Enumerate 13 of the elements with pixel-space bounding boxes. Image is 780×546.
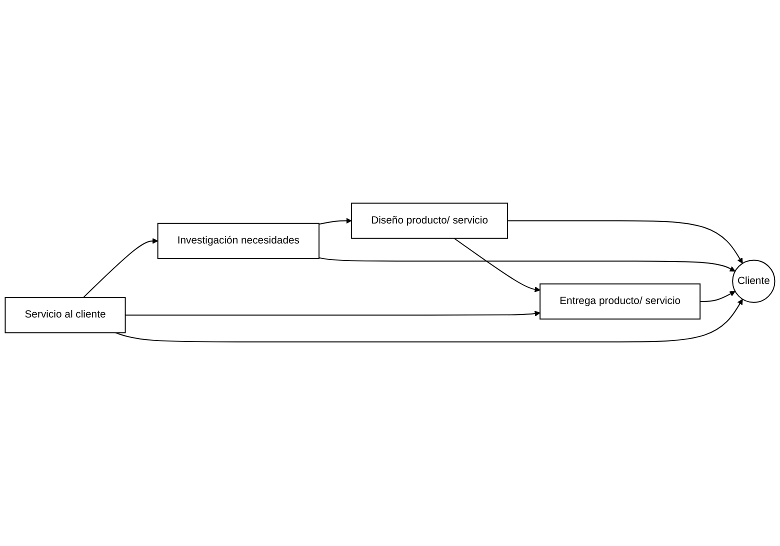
node-box: Entrega producto/ servicio bbox=[540, 284, 701, 320]
arrow bbox=[700, 292, 736, 302]
node-box: Diseño producto/ servicio bbox=[351, 203, 508, 240]
node-box: Investigación necesidades bbox=[157, 223, 320, 260]
arrow bbox=[115, 299, 743, 343]
node-box: Servicio al cliente bbox=[4, 298, 126, 334]
arrow bbox=[124, 311, 540, 317]
arrow bbox=[318, 258, 736, 272]
arrow bbox=[82, 238, 158, 299]
arrow bbox=[454, 238, 540, 293]
arrow bbox=[507, 220, 743, 264]
arrow bbox=[318, 218, 352, 226]
node-circle: Cliente bbox=[732, 260, 776, 304]
